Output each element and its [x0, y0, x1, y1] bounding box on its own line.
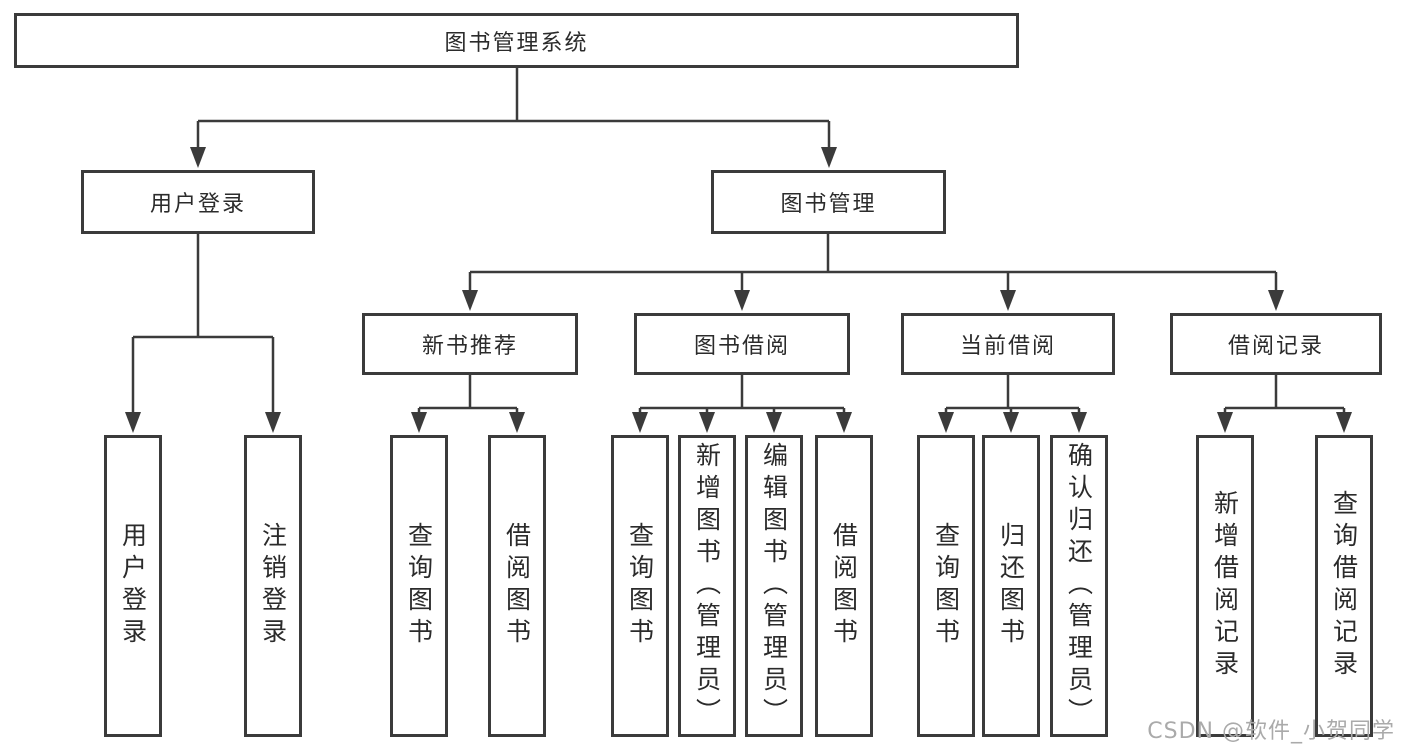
leaf-label: 归还图书 — [996, 522, 1026, 650]
node-label: 图书管理 — [780, 192, 877, 217]
leaf-label: 查询图书 — [404, 522, 434, 650]
leaf-label: 确认归还（管理员） — [1064, 442, 1094, 730]
node-book-management: 图书管理 — [711, 170, 946, 234]
leaf-query-books-borrow: 查询图书 — [611, 435, 669, 737]
leaf-query-borrow-record: 查询借阅记录 — [1315, 435, 1373, 737]
node-label: 图书管理系统 — [444, 30, 589, 56]
node-label: 当前借阅 — [959, 334, 1056, 359]
node-label: 用户登录 — [149, 192, 246, 217]
leaf-logout: 注销登录 — [244, 435, 302, 737]
leaf-label: 借阅图书 — [502, 522, 532, 650]
leaf-label: 注销登录 — [258, 522, 288, 650]
leaf-label: 用户登录 — [118, 522, 148, 650]
leaf-borrow-books-recommend: 借阅图书 — [488, 435, 546, 737]
leaf-label: 查询图书 — [931, 522, 961, 650]
leaf-return-books: 归还图书 — [982, 435, 1040, 737]
node-current-borrow: 当前借阅 — [901, 313, 1115, 375]
node-user-login: 用户登录 — [81, 170, 315, 234]
leaf-query-books-recommend: 查询图书 — [390, 435, 448, 737]
node-label: 借阅记录 — [1227, 334, 1324, 359]
node-label: 图书借阅 — [693, 334, 790, 359]
leaf-user-login: 用户登录 — [104, 435, 162, 737]
arrowheads — [125, 147, 1352, 433]
leaf-label: 编辑图书（管理员） — [759, 442, 789, 730]
leaf-label: 新增借阅记录 — [1210, 490, 1240, 682]
leaf-add-borrow-record: 新增借阅记录 — [1196, 435, 1254, 737]
leaf-label: 查询借阅记录 — [1329, 490, 1359, 682]
tree-edges — [131, 68, 1346, 416]
leaf-query-books-current: 查询图书 — [917, 435, 975, 737]
leaf-label: 查询图书 — [625, 522, 655, 650]
leaf-label: 借阅图书 — [829, 522, 859, 650]
leaf-add-books-admin: 新增图书（管理员） — [678, 435, 736, 737]
leaf-borrow-books: 借阅图书 — [815, 435, 873, 737]
leaf-confirm-return-admin: 确认归还（管理员） — [1050, 435, 1108, 737]
node-book-borrow: 图书借阅 — [634, 313, 850, 375]
node-label: 新书推荐 — [421, 334, 518, 359]
leaf-edit-books-admin: 编辑图书（管理员） — [745, 435, 803, 737]
leaf-label: 新增图书（管理员） — [692, 442, 722, 730]
node-new-book-recommend: 新书推荐 — [362, 313, 578, 375]
node-borrow-records: 借阅记录 — [1170, 313, 1382, 375]
node-library-management-system: 图书管理系统 — [14, 13, 1019, 68]
